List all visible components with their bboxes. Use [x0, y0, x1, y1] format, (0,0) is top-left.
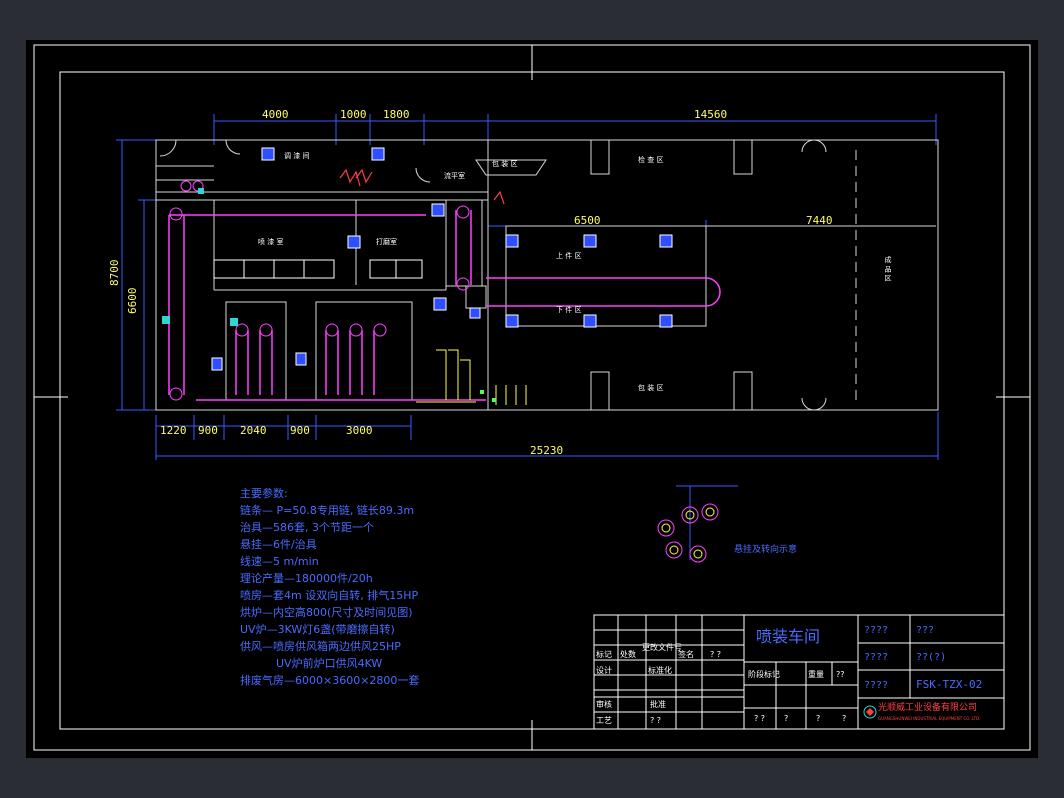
dim-bot-3: 2040: [240, 424, 267, 437]
param-line-1: 链条— P=50.8专用链, 链长89.3m: [240, 503, 414, 517]
param-line-10: UV炉前炉口供风4KW: [276, 656, 382, 670]
conveyor-chain: [168, 210, 721, 401]
yellow-racks: [416, 349, 527, 405]
dimension-texts: 4000 1000 1800 14560 6500 7440 8700 6600…: [108, 108, 833, 457]
dimension-lines: [116, 114, 939, 460]
drawing-title: 喷装车间: [756, 627, 820, 646]
tb-drawing-number: FSK-TZX-02: [916, 678, 982, 691]
label-pack: 包 装 区: [638, 383, 663, 392]
hanger-detail: [657, 485, 738, 563]
hanger-detail-label: 悬挂及转向示意: [734, 543, 797, 555]
param-line-3: 悬挂—6件/治具: [240, 537, 317, 551]
label-flash: 流平室: [444, 171, 465, 180]
tb-label-3: ????: [864, 680, 888, 691]
tb-weight: 重量: [808, 669, 824, 679]
tb-qianming: 签名: [678, 649, 694, 659]
tb-q2: ? ?: [650, 716, 661, 725]
param-line-5: 理论产量—180000件/20h: [240, 571, 373, 585]
parameters-title: 主要参数:: [240, 486, 288, 500]
dim-mid-1: 6500: [574, 214, 601, 227]
label-pretreat: 打磨室: [376, 237, 397, 246]
tb-q1: ? ?: [710, 650, 721, 659]
room-labels: 调 漆 间 喷 漆 室 流平室 打磨室 包 装 区 上 件 区 下 件 区 检 …: [258, 151, 892, 392]
dim-mid-2: 7440: [806, 214, 833, 227]
tb-gengai: 更改文件号: [642, 642, 682, 652]
dim-bot-2: 900: [198, 424, 218, 437]
dim-bot-1: 1220: [160, 424, 187, 437]
company-name: 光顺威工业设备有限公司: [878, 701, 977, 713]
tb-value-1: ???: [916, 625, 934, 636]
doors: [159, 139, 827, 411]
company-logo: [863, 705, 877, 719]
param-line-11: 排废气房—6000×3600×2800一套: [240, 673, 419, 687]
param-line-9: 供风—喷房供风箱两边供风25HP: [240, 639, 401, 653]
label-inspect: 检 查 区: [638, 155, 663, 164]
columns: [590, 139, 753, 411]
dim-left-1: 8700: [108, 260, 121, 287]
param-line-2: 治具—586套, 3个节距一个: [240, 520, 374, 534]
tb-scale-2: ?: [784, 714, 788, 723]
tb-value-2: ??(?): [916, 652, 946, 663]
dim-bot-5: 3000: [346, 424, 373, 437]
dim-top-4: 14560: [694, 108, 727, 121]
tb-label-1: ????: [864, 625, 888, 636]
dim-top-2: 1000: [340, 108, 367, 121]
tb-scale-4: ?: [842, 714, 846, 723]
heaters: [339, 168, 505, 205]
tb-gongyi: 工艺: [596, 716, 612, 725]
tb-pizhun: 批准: [650, 699, 666, 709]
param-line-7: 烘炉—内空高800(尺寸及时间见图): [240, 605, 413, 619]
dim-total: 25230: [530, 444, 563, 457]
dim-top-3: 1800: [383, 108, 410, 121]
param-line-6: 喷房—套4m 设双向自转, 排气15HP: [240, 588, 418, 602]
tb-scale-1: ? ?: [754, 714, 765, 723]
label-booth-top: 调 漆 间: [284, 151, 309, 160]
tb-jiaozhun: 标准化: [648, 665, 672, 675]
filter-units: [213, 259, 423, 279]
tb-label-2: ????: [864, 652, 888, 663]
label-booth: 喷 漆 室: [258, 237, 283, 246]
label-finished: 成 品 区: [884, 255, 892, 281]
tb-scale-3: ?: [816, 714, 820, 723]
main-parameters: 主要参数: 链条— P=50.8专用链, 链长89.3m 治具—586套, 3个…: [240, 486, 419, 687]
tb-shenhe: 审核: [596, 699, 612, 709]
conveyor-wheels: [169, 180, 470, 401]
cad-drawing: 4000 1000 1800 14560 6500 7440 8700 6600…: [33, 44, 1031, 751]
building-walls: [155, 139, 939, 411]
tb-ratio: ??: [836, 670, 845, 679]
title-block: [593, 614, 1005, 730]
param-line-4: 线速—5 m/min: [240, 554, 319, 568]
tb-chushu: 处数: [620, 649, 636, 659]
fans: [211, 147, 673, 371]
dim-top-1: 4000: [262, 108, 289, 121]
label-wrap: 包 装 区: [492, 159, 517, 168]
green-markers: [480, 390, 496, 402]
title-block-grid-text: 标记 处数 更改文件号 签名 ? ? 设计 标准化 审核 批准 工艺 ? ? 阶…: [596, 642, 846, 725]
param-line-8: UV炉—3KW灯6盏(带磨擦自转): [240, 622, 395, 636]
label-download: 下 件 区: [556, 305, 581, 314]
dim-left-2: 6600: [126, 288, 139, 315]
tb-biaoji: 标记: [596, 649, 612, 659]
drawing-sheet: 4000 1000 1800 14560 6500 7440 8700 6600…: [26, 40, 1038, 758]
outer-frame: [33, 44, 1031, 751]
cyan-markers: [162, 188, 238, 326]
company-name-en: GUANGSHUNWEI INDUSTRIAL EQUIPMENT CO.,LT…: [878, 716, 980, 721]
title-block-right: ???? ???? ???? ??? ??(?) FSK-TZX-02: [864, 625, 982, 691]
dim-bot-4: 900: [290, 424, 310, 437]
tb-stage: 阶段标记: [748, 669, 780, 679]
label-upload: 上 件 区: [556, 251, 581, 260]
tb-sheji: 设计: [596, 665, 612, 675]
